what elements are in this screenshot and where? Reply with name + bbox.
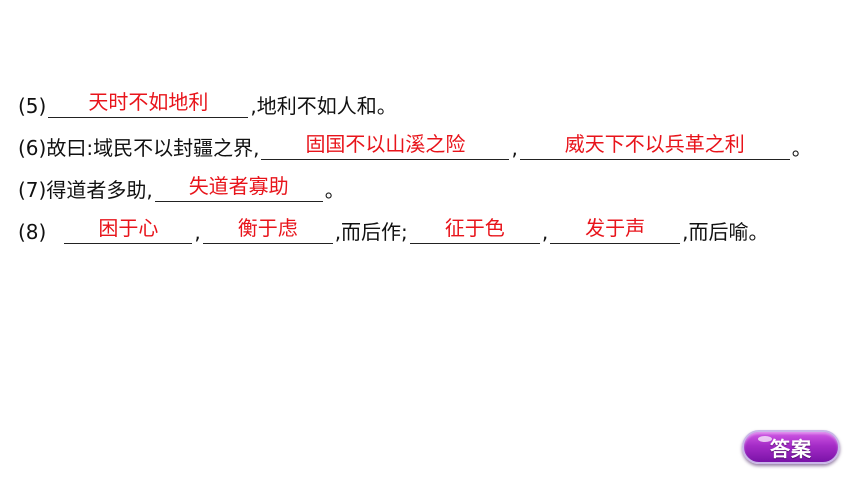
q8-answer-2: 衡于虑	[237, 216, 298, 240]
q6-suffix: 。	[791, 136, 812, 160]
q8-prefix: (8)	[18, 220, 47, 244]
q5-blank-1: 天时不如地利	[48, 90, 249, 118]
q6-answer-1: 固国不以山溪之险	[305, 132, 466, 156]
q7-prefix: (7)得道者多助,	[18, 178, 153, 202]
q8-blank-3: 征于色	[409, 216, 540, 244]
q7-blank-1: 失道者寡助	[154, 174, 323, 202]
q8-middle: ,而后作;	[334, 220, 408, 244]
question-5: (5) 天时不如地利 ,地利不如人和。	[18, 88, 397, 118]
q7-answer-1: 失道者寡助	[188, 174, 289, 198]
q8-separator-1: ,	[194, 220, 201, 244]
q6-blank-2: 威天下不以兵革之利	[519, 132, 790, 160]
q8-answer-3: 征于色	[444, 216, 505, 240]
q6-separator: ,	[511, 136, 518, 160]
q5-suffix: ,地利不如人和。	[250, 94, 397, 118]
q8-blank-1: 困于心	[64, 216, 193, 244]
answer-button-label: 答案	[770, 436, 812, 461]
q5-prefix: (5)	[18, 94, 47, 118]
q7-suffix: 。	[324, 178, 345, 202]
question-7: (7)得道者多助, 失道者寡助 。	[18, 172, 345, 202]
q6-prefix: (6)故曰:域民不以封疆之界,	[18, 136, 260, 160]
q8-answer-1: 困于心	[98, 216, 159, 240]
q6-blank-1: 固国不以山溪之险	[261, 132, 510, 160]
q8-blank-4: 发于声	[550, 216, 681, 244]
q5-answer-1: 天时不如地利	[88, 90, 209, 114]
button-highlight	[758, 436, 772, 442]
question-6: (6)故曰:域民不以封疆之界, 固国不以山溪之险 , 威天下不以兵革之利 。	[18, 130, 812, 160]
q8-blank-2: 衡于虑	[202, 216, 333, 244]
q8-answer-4: 发于声	[585, 216, 646, 240]
q6-answer-2: 威天下不以兵革之利	[564, 132, 745, 156]
question-8: (8) 困于心 , 衡于虑 ,而后作; 征于色 , 发于声 ,而后喻。	[18, 214, 769, 244]
answer-button[interactable]: 答案	[742, 430, 840, 464]
q8-separator-2: ,	[541, 220, 549, 244]
q8-suffix: ,而后喻。	[682, 220, 769, 244]
